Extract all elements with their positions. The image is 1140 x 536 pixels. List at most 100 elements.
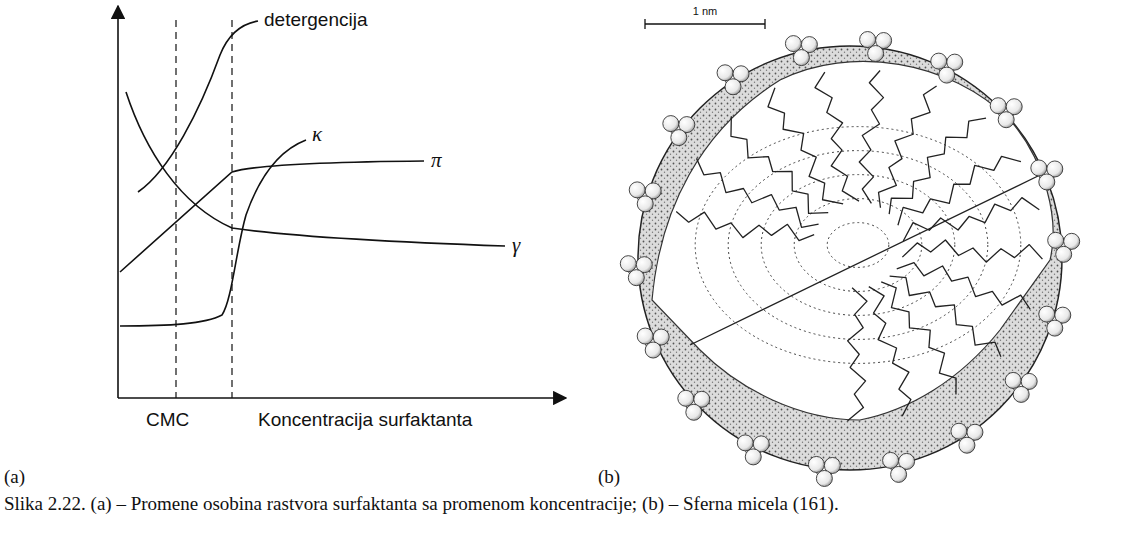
head-atom (1039, 174, 1055, 190)
head-atom (990, 98, 1006, 114)
head-atom (816, 470, 832, 486)
head-atom (931, 53, 947, 69)
head-group (1039, 306, 1071, 336)
scale-bar (764, 19, 765, 29)
alkyl-chain (897, 263, 1030, 310)
axis-tick-label: CMC (146, 409, 189, 431)
density-contour (761, 175, 955, 316)
head-group (737, 435, 769, 465)
head-group (1031, 160, 1063, 190)
alkyl-chain (902, 240, 1042, 262)
head-atom (951, 423, 967, 439)
head-group (620, 256, 652, 286)
head-atom (1013, 386, 1029, 402)
head-atom (671, 130, 687, 146)
head-atom (637, 196, 653, 212)
y-axis (117, 6, 119, 398)
cmc-dashed-line (231, 20, 232, 398)
head-atom (785, 36, 801, 52)
head-atom (1005, 372, 1021, 388)
axis-title: Koncentracija surfaktanta (258, 409, 472, 431)
head-atom (629, 182, 645, 198)
head-atom (628, 270, 644, 286)
head-atom (939, 67, 955, 83)
head-atom (998, 112, 1014, 128)
curve-label: κ (312, 122, 322, 147)
head-atom (1048, 232, 1064, 248)
cmc-dashed-line (175, 20, 176, 398)
figure-caption: Slika 2.22. (a) – Promene osobina rastvo… (4, 490, 1109, 518)
head-group (860, 32, 892, 62)
alkyl-chain (768, 88, 843, 204)
density-contours (695, 127, 1021, 364)
head-atom (793, 50, 809, 66)
chart-a (118, 6, 566, 398)
head-group (1048, 232, 1080, 262)
scale-label: 1 nm (693, 5, 717, 17)
head-atom (891, 466, 907, 482)
head-group (990, 98, 1022, 128)
head-atom (745, 449, 761, 465)
head-atom (686, 404, 702, 420)
hydrocarbon-chains (676, 71, 1042, 421)
panel-label: (b) (598, 466, 620, 488)
scale-bar (645, 23, 765, 24)
head-atom (868, 46, 884, 62)
head-group (663, 116, 695, 146)
curve-label: detergencija (264, 9, 368, 31)
alkyl-chain (881, 282, 956, 395)
head-group (629, 182, 661, 212)
alkyl-chain (898, 156, 1021, 225)
head-group (931, 53, 963, 83)
spherical-micelle (620, 19, 1079, 486)
scale-bar (644, 19, 645, 29)
head-atom (717, 65, 733, 81)
head-atom (1056, 246, 1072, 262)
head-group (717, 65, 749, 95)
panel-label: (a) (4, 466, 25, 488)
head-atom (737, 435, 753, 451)
head-atom (860, 32, 876, 48)
alkyl-chain (869, 287, 911, 416)
head-group (883, 452, 915, 482)
curve-label: π (431, 148, 442, 173)
alkyl-chain (815, 72, 859, 201)
head-atom (645, 342, 661, 358)
micelle-cutaway (652, 61, 1053, 420)
head-atom (725, 79, 741, 95)
detergency-curve (138, 21, 258, 192)
alkyl-chain (848, 288, 867, 421)
head-atom (1047, 320, 1063, 336)
density-contour (827, 223, 889, 268)
head-group (678, 390, 710, 420)
alkyl-chain (889, 118, 986, 214)
alkyl-chain (890, 276, 1001, 357)
head-atom (808, 456, 824, 472)
head-atom (637, 328, 653, 344)
alkyl-chain (903, 198, 1039, 241)
head-atom (1031, 160, 1047, 176)
head-atom (620, 256, 636, 272)
head-atom (678, 390, 694, 406)
head-atom (883, 452, 899, 468)
osmotic-pressure-curve (120, 161, 424, 272)
head-group (808, 456, 840, 486)
cut-line (690, 175, 1040, 345)
head-group (785, 36, 817, 66)
density-contour (695, 127, 1021, 364)
alkyl-chain (676, 212, 814, 241)
head-atom (1039, 306, 1055, 322)
head-group (637, 328, 669, 358)
head-group (1005, 372, 1037, 402)
alkyl-chain (859, 71, 883, 204)
curve-label: γ (512, 233, 520, 258)
micelle-sphere (638, 46, 1062, 470)
head-atom (959, 437, 975, 453)
surface-tension-curve (126, 92, 505, 246)
x-axis (118, 397, 566, 399)
head-atom (663, 116, 679, 132)
head-groups (620, 32, 1079, 487)
alkyl-chain (879, 86, 937, 208)
